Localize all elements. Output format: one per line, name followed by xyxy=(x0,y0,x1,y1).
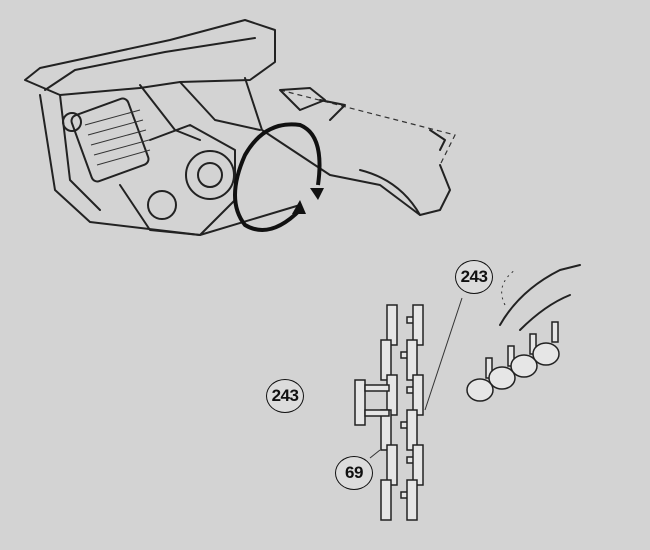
part-callout-69: 69 xyxy=(335,456,373,490)
chain-link-plate xyxy=(412,374,424,416)
chain-link-plate xyxy=(386,444,398,486)
chain-link-plate xyxy=(380,479,392,521)
chain-roller xyxy=(532,342,560,366)
chain-segment xyxy=(354,304,424,521)
chain-roller xyxy=(510,354,538,378)
chain-link-plate xyxy=(406,339,418,381)
chain-link-plate xyxy=(354,379,366,426)
chain-link-plate xyxy=(364,384,390,392)
chain-roller xyxy=(466,378,494,402)
chain-sprocket-detail xyxy=(466,264,581,402)
leader-line xyxy=(424,297,463,411)
chain-link-plate xyxy=(412,444,424,486)
chain-link-plate xyxy=(406,479,418,521)
engine xyxy=(62,97,236,236)
part-callout-243: 243 xyxy=(266,379,304,413)
rotation-arrow-icon xyxy=(233,122,324,232)
chain-link-plate xyxy=(406,409,418,451)
chain-roller xyxy=(488,366,516,390)
part-callout-243: 243 xyxy=(455,260,493,294)
chain-link-plate xyxy=(364,409,390,417)
chain-link-plate xyxy=(386,374,398,416)
chain-pin xyxy=(551,321,559,343)
chain-link-plate xyxy=(380,339,392,381)
leader-line xyxy=(369,449,381,459)
chain-link-plate xyxy=(386,304,398,346)
motorcycle-frame xyxy=(24,19,456,236)
chain-link-plate xyxy=(412,304,424,346)
